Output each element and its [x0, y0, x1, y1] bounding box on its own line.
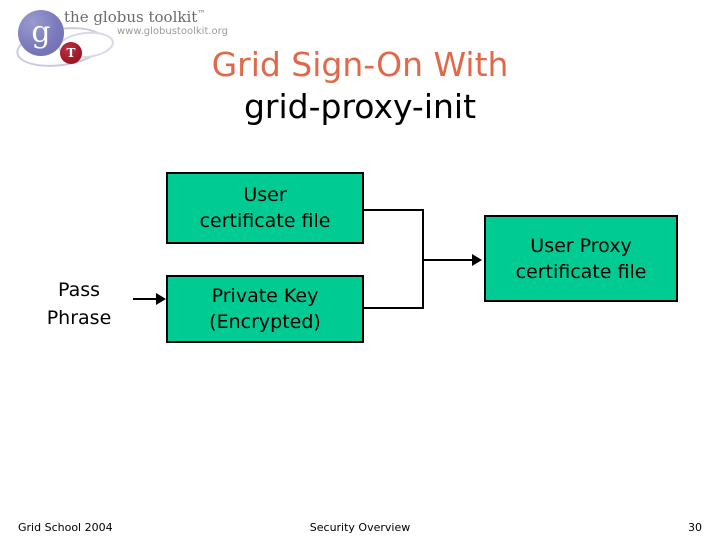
footer-center-text: Security Overview [309, 521, 411, 534]
logo-g-letter: g [31, 15, 51, 50]
connector-passphrase-to-private-key [133, 298, 158, 300]
box-label-line-1: Private Key [211, 285, 319, 307]
diagram-box-private-key-encrypted: Private Key (Encrypted) [166, 275, 364, 343]
arrowhead-icon-into-user-proxy [472, 254, 482, 266]
title-line-1: Grid Sign-On With [211, 45, 509, 84]
logo-t-letter: T [66, 46, 76, 60]
footer-left-text: Grid School 2004 [18, 521, 113, 534]
box-label-line-1: User [243, 184, 287, 206]
logo-t-badge-icon [60, 42, 82, 64]
connector-user-certificate-to-junction [364, 209, 424, 211]
logo-sphere-icon [18, 10, 64, 56]
logo-wordmark: the globus toolkit™ [64, 8, 205, 26]
label-line-1: Pass [57, 279, 101, 301]
trademark-symbol: ™ [197, 9, 206, 18]
arrowhead-icon-into-private-key [156, 293, 166, 305]
box-label-line-2: certificate file [515, 260, 647, 283]
connector-junction-to-user-proxy [422, 259, 474, 261]
page-title: Grid Sign-On With grid-proxy-init [0, 44, 720, 128]
logo-wordmark-text: the globus toolkit [64, 8, 198, 26]
label-line-2: Phrase [46, 307, 112, 329]
logo-url: www.globustoolkit.org [117, 26, 228, 37]
diagram-box-user-proxy-certificate-file: User Proxy certificate file [484, 215, 678, 302]
box-label-line-1: User Proxy [530, 234, 632, 257]
diagram-box-user-certificate-file: User certificate file [166, 172, 364, 244]
box-label-line-2: certificate file [199, 210, 331, 232]
diagram-label-pass-phrase: Pass Phrase [24, 276, 134, 332]
box-label-line-2: (Encrypted) [209, 311, 321, 333]
globus-toolkit-logo: g T the globus toolkit™ www.globustoolki… [12, 2, 252, 73]
title-line-2: grid-proxy-init [243, 87, 477, 126]
connector-private-key-to-junction [364, 307, 424, 309]
footer-page-number: 30 [688, 521, 702, 534]
